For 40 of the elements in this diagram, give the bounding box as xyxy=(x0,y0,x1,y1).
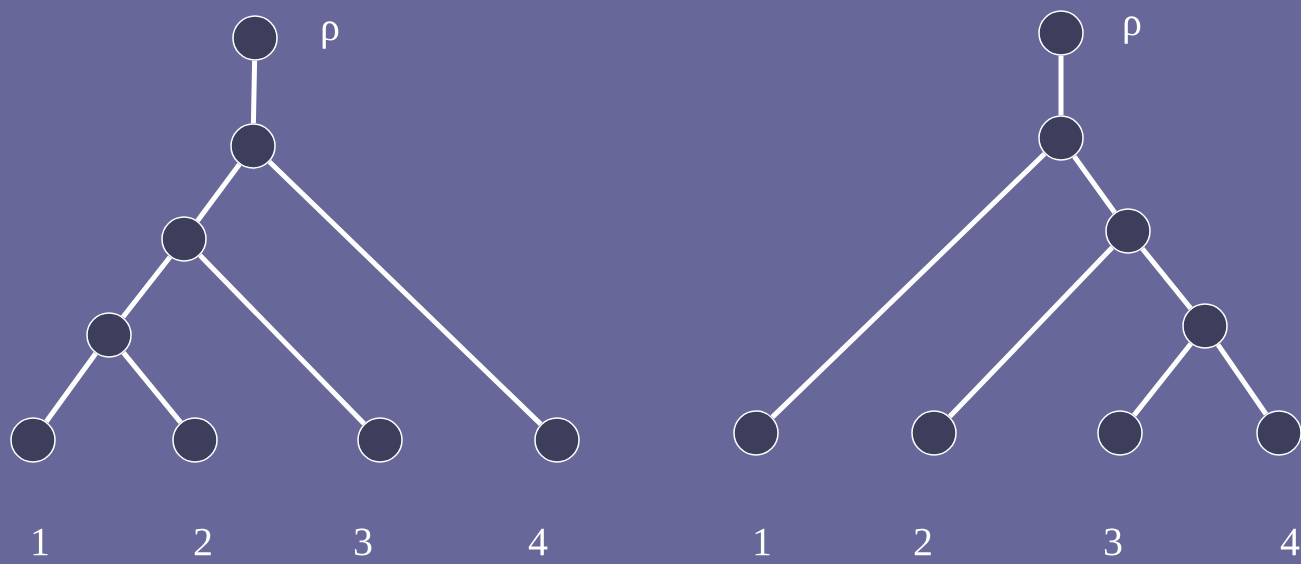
node-label: ρ xyxy=(1124,16,1141,44)
tree-node xyxy=(172,417,218,463)
tree-branch xyxy=(267,160,543,426)
tree-branch xyxy=(1140,247,1193,310)
tree-node xyxy=(230,123,276,169)
tree-node xyxy=(1038,115,1084,161)
tree-node xyxy=(232,15,278,61)
tree-branch xyxy=(195,162,242,223)
tree-branch xyxy=(250,60,258,124)
tree-branch xyxy=(1215,343,1269,416)
tree-branch xyxy=(198,253,366,426)
tree-node xyxy=(357,417,403,463)
tree-branch xyxy=(1058,55,1064,116)
node-label: 4 xyxy=(1280,528,1300,556)
node-label: 1 xyxy=(755,528,770,556)
tree-node xyxy=(1097,410,1143,456)
tree-node xyxy=(1105,208,1151,254)
node-label: 3 xyxy=(1104,528,1122,556)
tree-node xyxy=(86,312,132,358)
tree-node xyxy=(733,410,779,456)
node-label: 4 xyxy=(528,528,548,556)
tree-node xyxy=(534,417,580,463)
node-label: 2 xyxy=(914,528,931,556)
tree-node xyxy=(1256,410,1301,456)
tree-node xyxy=(10,417,56,463)
node-label: ρ xyxy=(322,21,339,49)
tree-branch xyxy=(121,255,172,319)
tree-branch xyxy=(121,351,183,424)
tree-node xyxy=(1182,303,1228,349)
tree-branch xyxy=(1132,342,1193,417)
node-label: 3 xyxy=(354,528,372,556)
tree-branch xyxy=(44,351,98,424)
tree-branch xyxy=(1072,155,1117,214)
node-label: 2 xyxy=(194,528,211,556)
tree-branch xyxy=(947,245,1115,419)
node-label: 1 xyxy=(33,528,48,556)
tree-node xyxy=(161,216,207,262)
tree-node xyxy=(1038,10,1084,56)
tree-branch xyxy=(770,152,1047,419)
tree-node xyxy=(911,410,957,456)
